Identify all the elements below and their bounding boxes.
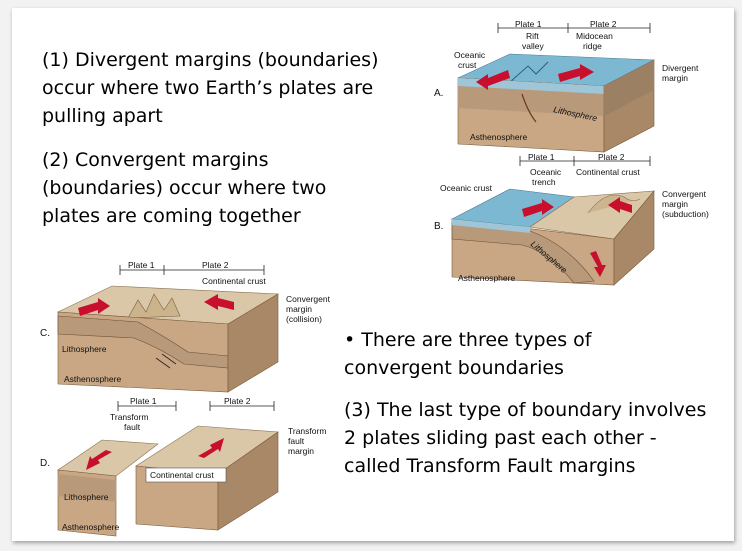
fig-b-letter: B. (434, 221, 443, 232)
fig-c-left-arrow (78, 298, 110, 316)
fig-b-plate1-label: Plate 1 (528, 153, 555, 162)
fig-a-crust-label: crust (458, 60, 477, 70)
fig-a-midocean-label: Midocean (576, 31, 613, 41)
fig-a-rift-label: Rift (526, 31, 539, 41)
slide: (1) Divergent margins (boundaries) occur… (12, 8, 734, 541)
fig-a-plate1-label: Plate 1 (515, 19, 542, 29)
figure-a-divergent: Plate 1 Plate 2 Rift valley Midocean rid… (434, 19, 699, 153)
fig-b-subduction-arrow (590, 251, 606, 277)
fig-c-mountains (127, 293, 181, 319)
fig-c-asthenosphere-label: Asthenosphere (64, 374, 121, 384)
fig-d-fault-label: fault (124, 422, 141, 432)
fig-a-left-arrow (476, 70, 510, 90)
fig-a-valley-label: valley (522, 41, 544, 51)
fig-b-continental-crust-label: Continental crust (576, 167, 640, 177)
fig-c-right-arrow (204, 294, 234, 310)
figure-b-subduction: Plate 1 Plate 2 Oceanic trench Continent… (434, 153, 709, 286)
fig-d-left-arrow (86, 450, 112, 470)
fig-d-plate1-label: Plate 1 (130, 396, 157, 406)
fig-a-ridge-label: ridge (583, 41, 602, 51)
fig-d-asthenosphere-label: Asthenosphere (62, 522, 119, 532)
fig-c-margin-label: margin (286, 304, 312, 314)
fig-d-continental-crust-box (145, 467, 227, 483)
fig-b-asthenosphere-label: Asthenosphere (458, 273, 515, 283)
fig-c-plate2-label: Plate 2 (202, 260, 229, 270)
fig-d-letter: D. (40, 458, 50, 469)
fig-b-oceanic-label: Oceanic (530, 167, 562, 177)
fig-c-lithosphere-label: Lithosphere (62, 344, 107, 354)
fig-c-letter: C. (40, 328, 50, 339)
fig-a-letter: A. (434, 88, 443, 99)
fig-b-convergent-label: Convergent (662, 189, 707, 199)
figure-d-transform: Plate 1 Plate 2 Transform fault Transfor… (40, 396, 326, 537)
fig-c-collision-label: (collision) (286, 314, 322, 324)
fig-b-oceanic-arrow (522, 199, 554, 217)
fig-b-side-face (613, 190, 655, 286)
fig-d-transform-margin-label: Transform (288, 426, 326, 436)
divergent-paragraph: (1) Divergent margins (boundaries) occur… (42, 49, 379, 127)
fig-c-side-face (227, 293, 279, 393)
fig-a-right-arrow (558, 64, 594, 82)
fig-b-margin-label: margin (662, 199, 688, 209)
convergent-paragraph: (2) Convergent margins (boundaries) occu… (42, 149, 327, 227)
fig-d-right-arrow (198, 438, 224, 458)
fig-b-trench-label: trench (532, 177, 556, 187)
transform-paragraph: (3) The last type of boundary involves 2… (344, 399, 707, 477)
fig-a-asthenosphere-label: Asthenosphere (470, 132, 527, 142)
fig-d-lithosphere-label: Lithosphere (64, 492, 109, 502)
fig-d-transform-label: Transform (110, 412, 148, 422)
fig-b-oceanic-crust-label: Oceanic crust (440, 183, 493, 193)
fig-d-continental-crust-label: Continental crust (150, 470, 214, 480)
fig-a-divergent-label: Divergent (662, 63, 699, 73)
fig-d-right-side (217, 431, 279, 531)
figure-c-collision: Plate 1 Plate 2 Continental crust Conver… (40, 260, 331, 393)
fig-c-convergent-label: Convergent (286, 294, 331, 304)
fig-a-margin-label: margin (662, 73, 688, 83)
fig-d-fault-margin-label: fault (288, 436, 305, 446)
fig-b-continental-arrow (608, 197, 632, 213)
fig-b-plate2-label: Plate 2 (598, 153, 625, 162)
fig-c-plate1-label: Plate 1 (128, 260, 155, 270)
fig-d-margin-label: margin (288, 446, 314, 456)
fig-a-oceanic-label: Oceanic (454, 50, 486, 60)
fig-c-continental-crust-label: Continental crust (202, 276, 266, 286)
fig-d-plate2-label: Plate 2 (224, 396, 251, 406)
three-types-bullet: • There are three types of convergent bo… (344, 329, 592, 379)
fig-b-subduction-label: (subduction) (662, 209, 709, 219)
fig-a-plate2-label: Plate 2 (590, 19, 617, 29)
